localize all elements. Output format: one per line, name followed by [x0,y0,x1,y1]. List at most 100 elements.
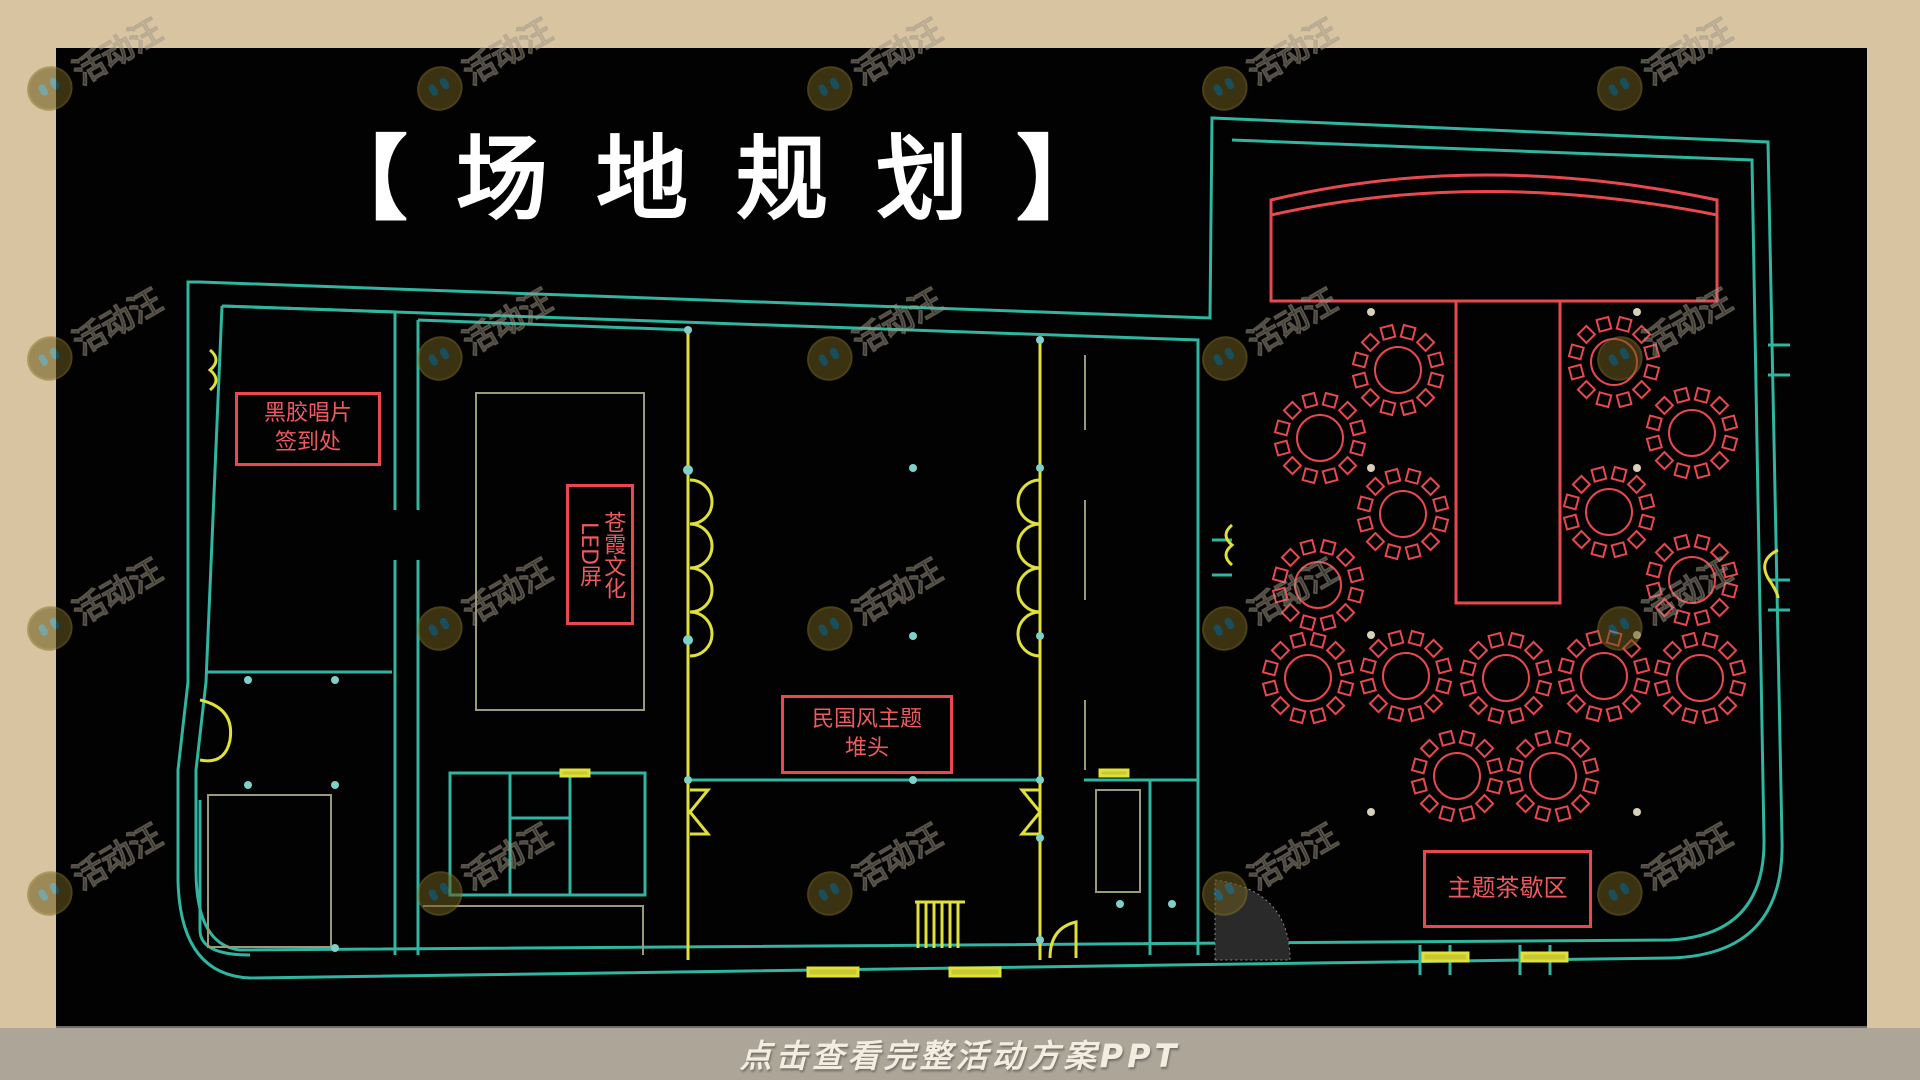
chair [1554,729,1572,747]
chair [1271,586,1289,604]
chair [1438,729,1456,747]
chair [1638,493,1656,511]
round-table [1645,533,1739,627]
chair [1282,455,1303,476]
chair [1515,738,1536,759]
chair [1621,693,1642,714]
chair [1557,677,1575,695]
chair [1273,419,1291,437]
hall-column-points [1367,308,1641,816]
chair [1347,566,1365,584]
chair [1631,379,1652,400]
chair [1729,659,1747,677]
republic-theme-label: 民国风主题 堆头 [781,695,953,774]
chair [1301,467,1319,485]
chair [1299,614,1317,632]
chair [1571,474,1592,495]
chair [1645,581,1663,599]
round-table [1557,629,1651,723]
chair [1576,379,1597,400]
chair [1486,757,1504,775]
chair [1410,757,1428,775]
chair [1319,538,1337,556]
chair [1571,529,1592,550]
view-full-plan-link[interactable]: 点击查看完整活动方案PPT [739,1037,1181,1075]
chair [1360,387,1381,408]
tea-break-line1: 主题茶歇区 [1447,874,1568,903]
chair [1474,738,1495,759]
chair [1280,547,1301,568]
vinyl-checkin-line1: 黑胶唱片 [263,401,352,427]
building-walls [176,116,1790,980]
vinyl-checkin-label: 黑胶唱片 签到处 [235,392,381,466]
chair [1507,631,1525,649]
chair [1459,679,1477,697]
chair [1435,657,1453,675]
chair [1321,391,1339,409]
chair [1435,677,1453,695]
chair [1626,474,1647,495]
round-table [1645,386,1739,480]
chair [1399,323,1417,341]
view-full-plan-banner[interactable]: 点击查看完整活动方案PPT [0,1028,1920,1080]
chair [1523,695,1544,716]
chair [1458,805,1476,823]
chair [1701,707,1719,725]
led-screen-line2: LED屏 [576,521,601,588]
chair [1590,541,1608,559]
chair [1717,640,1738,661]
chair [1570,793,1591,814]
chair [1582,757,1600,775]
chair [1638,513,1656,531]
chair [1709,597,1730,618]
chair [1605,629,1623,647]
round-table [1273,391,1367,485]
chair [1384,543,1402,561]
tea-break-label: 主题茶歇区 [1423,850,1592,928]
chair [1534,805,1552,823]
chair [1349,419,1367,437]
chair [1693,533,1711,551]
chair [1438,805,1456,823]
chair [1605,705,1623,723]
chair [1368,693,1389,714]
round-table [1261,631,1355,725]
chair [1523,640,1544,661]
chair [1645,434,1663,452]
chair [1653,659,1671,677]
chair [1420,531,1441,552]
chair [1515,793,1536,814]
chair [1506,757,1524,775]
chair [1487,707,1505,725]
chair [1654,542,1675,563]
round-table [1410,729,1504,823]
chair [1662,695,1683,716]
chair [1404,543,1422,561]
chair [1673,533,1691,551]
chair [1535,659,1553,677]
chair [1321,467,1339,485]
chair [1335,602,1356,623]
round-table [1506,729,1600,823]
round-table [1567,315,1661,409]
floor-plan-panel: 【场地规划】 黑胶唱片 签到处 苍霞文化 LED屏 民国风主题 堆头 主题茶歇区 [56,48,1867,1026]
chair [1645,414,1663,432]
chair [1567,363,1585,381]
chair [1721,581,1739,599]
chair [1351,371,1369,389]
chair [1585,705,1603,723]
furniture-outlines [207,355,1141,955]
chair [1349,439,1367,457]
chair [1673,609,1691,627]
chair [1654,597,1675,618]
round-table [1562,465,1656,559]
chair [1709,450,1730,471]
chair [1507,707,1525,725]
chair [1280,602,1301,623]
chair [1631,324,1652,345]
column-points [244,326,1176,952]
round-table [1459,631,1553,725]
chair [1633,677,1651,695]
chair [1590,465,1608,483]
chair [1410,777,1428,795]
